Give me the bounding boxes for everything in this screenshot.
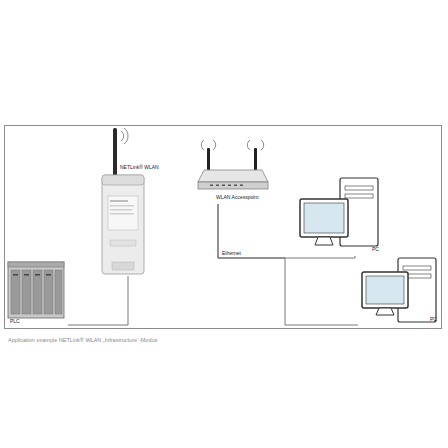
plc-controller (8, 262, 64, 318)
device-label: WLAN Accesspoint (216, 194, 259, 200)
device-label: PC (372, 246, 379, 252)
device-label: PLC (10, 318, 20, 324)
ethernet-cable (218, 204, 358, 325)
router-box: WLAN Accesspoint (196, 140, 270, 204)
router (198, 140, 268, 189)
pc-box: PC (358, 258, 442, 328)
pc-computer (362, 258, 436, 322)
pc-box: PC (298, 172, 384, 256)
frame (5, 126, 442, 329)
cable-label: Ethernet (221, 250, 242, 256)
ethernet-cable (68, 276, 128, 325)
device-box: NETLink® WLAN (100, 126, 162, 276)
netlink-device (102, 128, 144, 274)
plc-box: PLC (6, 258, 68, 328)
ethernet-cable (218, 204, 355, 258)
device-label: NETLink® WLAN (120, 164, 159, 170)
device-label: PC (430, 316, 437, 322)
pc-computer (300, 178, 378, 246)
figure-caption: Application example NETLink® WLAN „Infra… (8, 337, 157, 344)
